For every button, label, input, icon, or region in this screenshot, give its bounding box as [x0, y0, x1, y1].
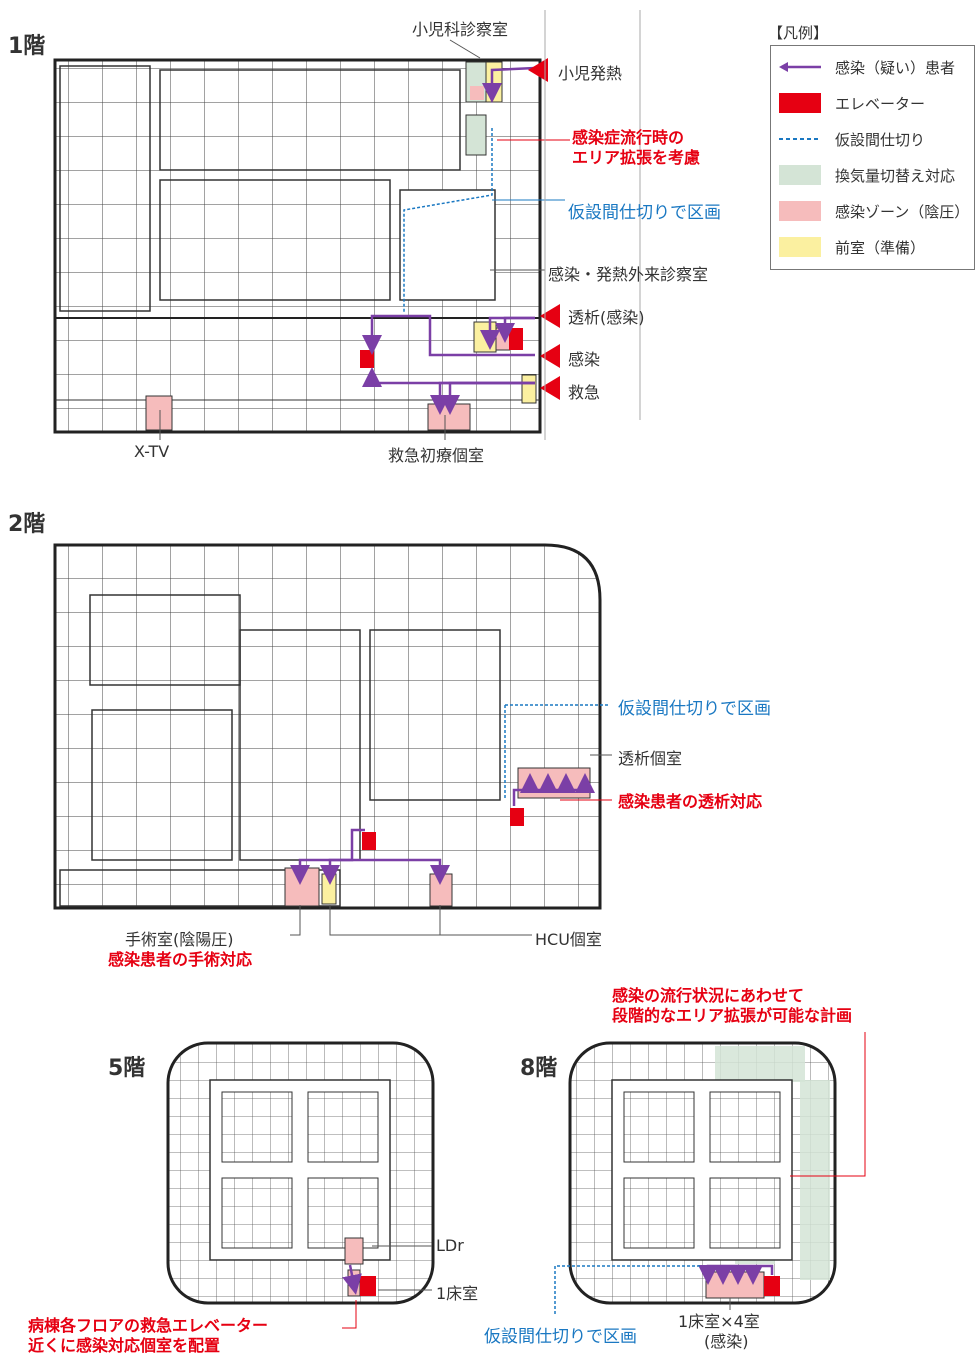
floor-2-plan	[53, 543, 612, 936]
ldr-label: LDr	[436, 1236, 464, 1255]
plan-note-line2: 段階的なエリア拡張が可能な計画	[612, 1006, 853, 1025]
dialysis-private-label: 透析個室	[618, 749, 683, 768]
infection-entrance-label: 感染	[568, 350, 601, 369]
floor-1-title: 1階	[8, 34, 46, 59]
floor2-partition-label: 仮設間仕切りで区画	[618, 699, 771, 719]
hcu-label: HCU個室	[535, 930, 602, 949]
legend-label: 仮設間仕切り	[835, 130, 926, 149]
floor-1-plan	[53, 10, 641, 440]
legend-title: 【凡例】	[768, 24, 829, 42]
floor8-partition-label: 仮設間仕切りで区画	[484, 1327, 637, 1347]
floor-5-title: 5階	[108, 1056, 146, 1081]
legend-label: 換気量切替え対応	[835, 166, 956, 185]
single-room-label: 1床室	[436, 1284, 479, 1303]
floor-8-title: 8階	[520, 1056, 558, 1081]
legend-item-elevator: エレベーター	[779, 92, 925, 114]
ventilation-swatch	[779, 165, 821, 185]
legend-label: 感染ゾーン（陰圧）	[835, 202, 970, 221]
anteroom-swatch	[779, 237, 821, 257]
ward-note-line2: 近くに感染対応個室を配置	[28, 1336, 221, 1355]
ward-note-line1: 病棟各フロアの救急エレベーター	[28, 1316, 269, 1335]
floor-2-title: 2階	[8, 512, 46, 537]
emergency-entrance-label: 救急	[568, 383, 601, 402]
pediatric-room-label: 小児科診察室	[412, 20, 509, 39]
dialysis-infection-label: 透析(感染)	[568, 308, 645, 327]
xtv-label: X-TV	[134, 442, 170, 461]
plan-note-line1: 感染の流行状況にあわせて	[612, 986, 805, 1005]
rooms-x4-label: 1床室×4室	[678, 1312, 760, 1331]
legend-item-partition: 仮設間仕切り	[779, 128, 925, 150]
infection-zone-swatch	[779, 201, 821, 221]
partition-line-icon	[779, 138, 821, 140]
er-private-label: 救急初療個室	[388, 446, 485, 465]
floor1-partition-label: 仮設間仕切りで区画	[568, 203, 721, 223]
elevator-swatch	[779, 93, 821, 113]
patient-arrow-icon	[779, 62, 821, 72]
legend-item-ventilation: 換気量切替え対応	[779, 164, 955, 186]
infection-paren-label: (感染)	[704, 1332, 749, 1351]
dialysis-note-label: 感染患者の透析対応	[618, 792, 763, 811]
legend: 感染（疑い）患者 エレベーター 仮設間仕切り 換気量切替え対応 感染ゾーン（陰圧…	[770, 45, 975, 270]
floor-8-plan	[554, 1032, 866, 1315]
pediatric-fever-label: 小児発熱	[558, 64, 623, 83]
floor-5-plan	[166, 1041, 435, 1329]
legend-label: 感染（疑い）患者	[835, 58, 956, 77]
or-note-label: 感染患者の手術対応	[108, 950, 253, 969]
or-room-label: 手術室(陰陽圧)	[125, 930, 234, 949]
legend-item-infection-zone: 感染ゾーン（陰圧）	[779, 200, 969, 222]
expansion-note-line2: エリア拡張を考慮	[572, 148, 701, 167]
legend-item-anteroom: 前室（準備）	[779, 236, 925, 258]
legend-label: エレベーター	[835, 94, 926, 113]
expansion-note-line1: 感染症流行時の	[572, 128, 685, 147]
legend-label: 前室（準備）	[835, 238, 926, 257]
legend-item-patient: 感染（疑い）患者	[779, 56, 955, 78]
outpatient-label: 感染・発熱外来診察室	[548, 265, 709, 284]
